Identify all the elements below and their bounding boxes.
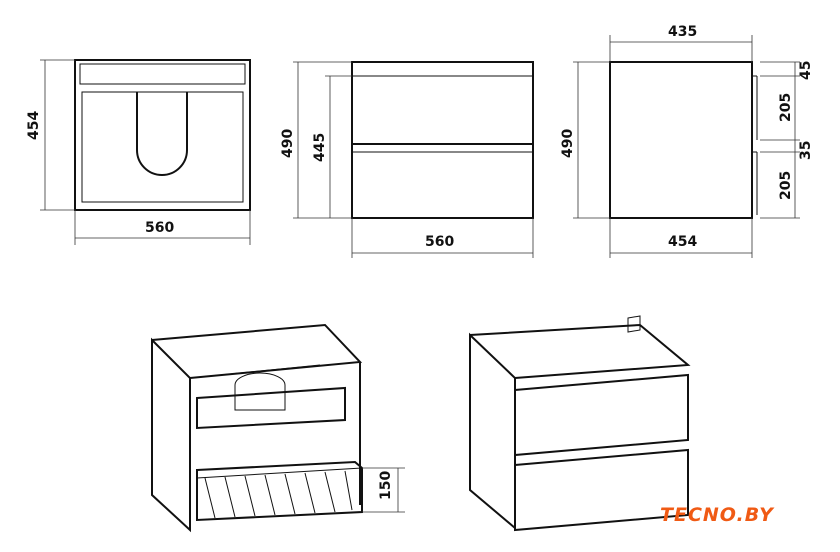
front-height-label: 490 bbox=[280, 129, 296, 158]
side-view: 435 490 454 45 205 35 205 bbox=[560, 24, 814, 258]
side-segment-label: 205 bbox=[778, 171, 794, 200]
top-depth-label: 454 bbox=[26, 111, 42, 140]
drawer-height-label: 150 bbox=[378, 471, 394, 500]
front-inner-height-label: 445 bbox=[312, 133, 328, 162]
top-width-label: 560 bbox=[145, 220, 174, 236]
front-width-label: 560 bbox=[425, 234, 454, 250]
side-height-label: 490 bbox=[560, 129, 576, 158]
front-view: 490 445 560 bbox=[280, 61, 534, 258]
side-top-depth-label: 435 bbox=[668, 24, 697, 40]
isometric-open-view: 150 bbox=[151, 323, 405, 533]
top-view: 454 560 bbox=[26, 59, 251, 245]
isometric-closed-view bbox=[469, 315, 691, 532]
side-segment-label: 205 bbox=[778, 93, 794, 122]
side-bottom-depth-label: 454 bbox=[668, 234, 697, 250]
side-segment-label: 35 bbox=[798, 141, 814, 160]
tecno-logo: TECNO.BY bbox=[660, 504, 774, 526]
side-segment-label: 45 bbox=[798, 61, 814, 80]
